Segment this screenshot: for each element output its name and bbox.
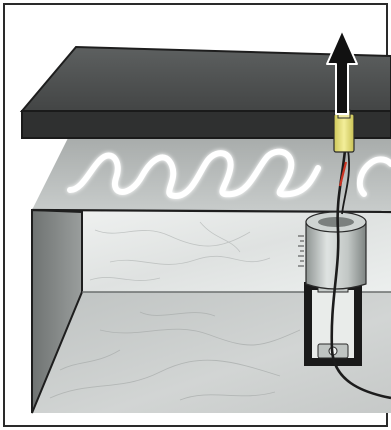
probe-tip xyxy=(334,114,354,152)
holder-bore xyxy=(318,217,354,227)
